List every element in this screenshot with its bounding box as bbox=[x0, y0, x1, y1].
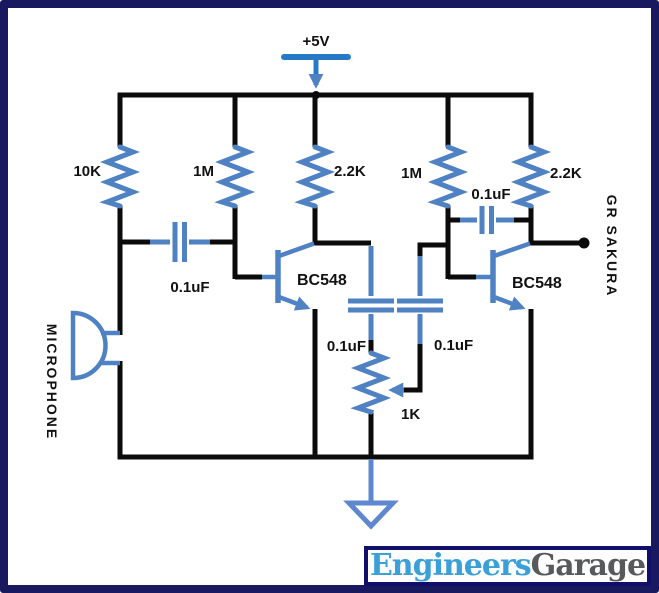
resistor-r2-symbol bbox=[214, 144, 255, 209]
output-terminal-dot bbox=[578, 237, 590, 249]
c3-top-link-wire bbox=[417, 242, 448, 258]
transistor-q1-label: BC548 bbox=[297, 272, 347, 289]
resistor-r3-symbol bbox=[294, 144, 335, 209]
transistor-q2-label: BC548 bbox=[512, 275, 562, 292]
microphone-terminals bbox=[101, 330, 120, 366]
resistor-r5: 2.2K bbox=[510, 144, 582, 209]
potentiometer-pot1: 1K bbox=[350, 350, 420, 423]
pot1-label: 1K bbox=[401, 406, 420, 423]
capacitor-c1-plates bbox=[172, 222, 187, 262]
resistor-r2: 1M bbox=[193, 144, 255, 209]
resistor-r5-symbol bbox=[510, 144, 551, 209]
capacitor-c4-plates bbox=[479, 206, 494, 234]
transistor-q2: BC548 bbox=[476, 241, 562, 311]
output-terminal: GR SAKURA bbox=[578, 195, 620, 298]
resistor-r3-label: 2.2K bbox=[334, 163, 366, 180]
wiper-link-wire bbox=[402, 342, 423, 393]
resistor-r4-symbol bbox=[427, 144, 468, 209]
capacitor-c3-plates bbox=[397, 298, 443, 313]
wires bbox=[117, 92, 582, 460]
capacitor-c1-label: 0.1uF bbox=[170, 279, 209, 296]
resistor-r2-label: 1M bbox=[193, 163, 214, 180]
ground-symbol bbox=[343, 459, 399, 530]
capacitor-c4-label: 0.1uF bbox=[471, 186, 510, 203]
q1-collector-lead bbox=[278, 241, 315, 259]
resistor-r3: 2.2K bbox=[294, 144, 366, 209]
power-junction-dot bbox=[312, 91, 320, 99]
power-supply-symbol: +5V bbox=[281, 33, 351, 99]
power-label: +5V bbox=[302, 33, 329, 50]
logo-text-engineers: Engineers bbox=[369, 548, 532, 583]
microphone-symbol: MICROPHONE bbox=[44, 310, 120, 440]
resistor-r1: 10K bbox=[73, 144, 140, 209]
q1-emitter-lead bbox=[278, 294, 311, 311]
capacitor-c2-plates bbox=[348, 298, 394, 313]
logo-text-garage: Garage bbox=[530, 548, 646, 583]
resistor-r1-label: 10K bbox=[73, 163, 101, 180]
capacitor-c3-label: 0.1uF bbox=[434, 337, 473, 354]
resistor-r4: 1M bbox=[401, 144, 468, 209]
capacitor-c3: 0.1uF bbox=[397, 256, 473, 354]
capacitor-c2-label: 0.1uF bbox=[327, 338, 366, 355]
microphone-body bbox=[70, 310, 108, 381]
ground-triangle bbox=[343, 500, 399, 530]
capacitor-c1: 0.1uF bbox=[150, 222, 210, 296]
resistor-r4-label: 1M bbox=[401, 165, 422, 182]
resistor-r1-symbol bbox=[99, 144, 140, 209]
q2-emitter-lead bbox=[493, 294, 526, 311]
microphone-label: MICROPHONE bbox=[44, 324, 60, 440]
capacitor-c4: 0.1uF bbox=[460, 186, 514, 234]
pot1-symbol bbox=[350, 350, 391, 415]
resistor-r5-label: 2.2K bbox=[550, 165, 582, 182]
output-label: GR SAKURA bbox=[604, 195, 620, 298]
transistor-q1: BC548 bbox=[262, 241, 347, 311]
capacitor-c2: 0.1uF bbox=[327, 246, 394, 355]
q2-collector-lead bbox=[493, 241, 531, 259]
